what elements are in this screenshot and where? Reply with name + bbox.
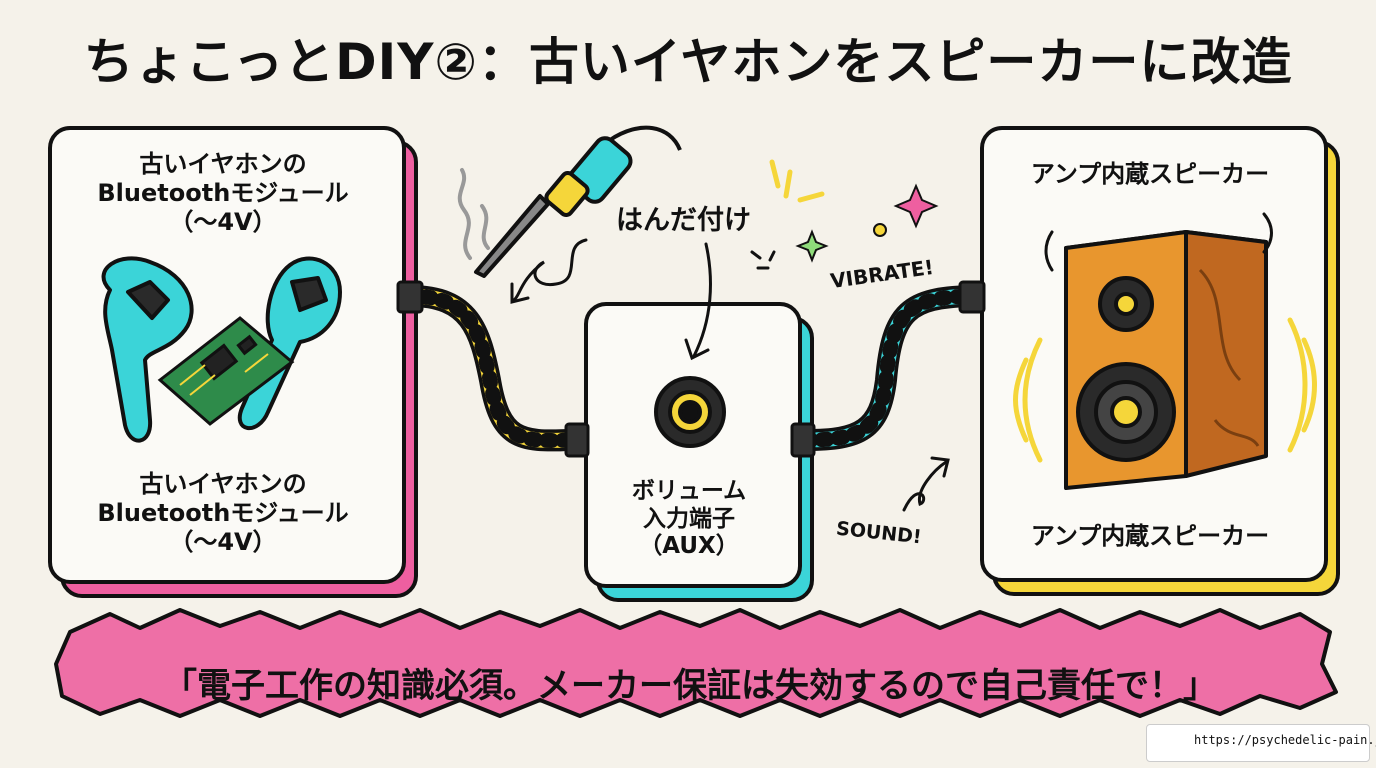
cable-right (795, 285, 981, 451)
connector-right-in (958, 280, 986, 314)
speaker-icon (1064, 230, 1268, 490)
left-label-bottom: 古いイヤホンの Bluetoothモジュール （～4V） (97, 470, 349, 556)
left-label-top: 古いイヤホンの Bluetoothモジュール （～4V） (97, 150, 349, 236)
earbuds-icon (101, 256, 342, 443)
footer-url-box (1146, 724, 1370, 762)
vibration-lines (1013, 212, 1317, 463)
circuit-board-icon (157, 316, 295, 426)
aux-jack-icon (654, 376, 726, 448)
solder-note: はんだ付け (616, 205, 751, 236)
warning-banner-text: 「電子工作の知識必須。メーカー保証は失効するので自己責任で！」 (163, 666, 1217, 706)
right-label-top: アンプ内蔵スピーカー (1030, 160, 1270, 188)
smoke-icon (457, 168, 490, 260)
sound-arrow (902, 460, 948, 512)
cable-left (399, 285, 581, 452)
connector-center-out (790, 422, 816, 458)
page-title: ちょこっとDIY②：古いイヤホンをスピーカーに改造 (83, 33, 1293, 91)
solder-arrow (512, 238, 588, 302)
right-label-bottom: アンプ内蔵スピーカー (1030, 522, 1270, 550)
connector-center-in (564, 422, 590, 458)
banner-shape (54, 608, 1338, 718)
connector-left-out (396, 280, 424, 314)
jack-arrow (692, 242, 712, 358)
center-label: ボリューム 入力端子 （AUX） (631, 478, 747, 560)
soldering-iron-icon (474, 125, 682, 278)
sparkle-icon (750, 159, 939, 270)
footer-url[interactable]: https://psychedelic-pain.jp/ (1194, 733, 1376, 747)
